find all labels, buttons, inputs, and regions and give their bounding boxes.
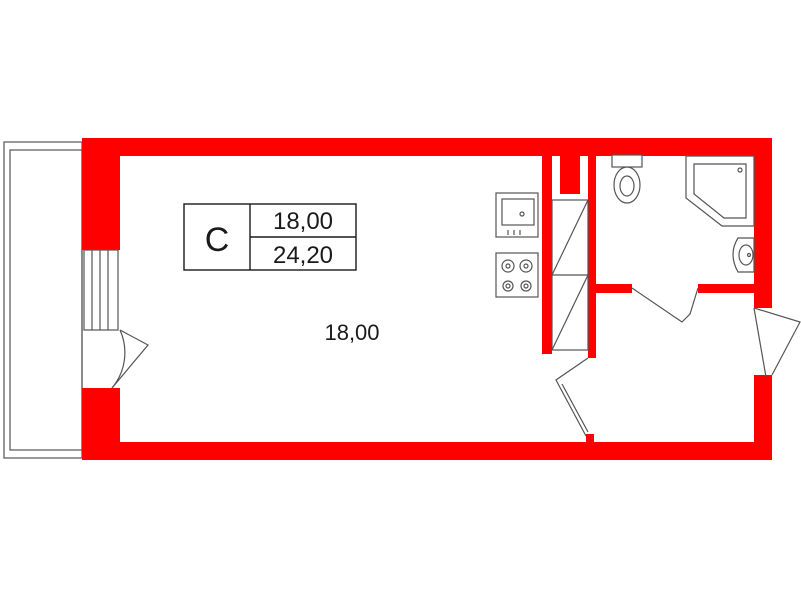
kitchen-cabinets [551, 199, 589, 351]
washbasin-icon [732, 237, 755, 273]
wall-bathroom-bottom-left [596, 284, 632, 293]
wall-right-upper [754, 138, 772, 308]
wall-top [82, 138, 772, 156]
wall-kitchen-partition [542, 150, 552, 354]
room-code-label: С [205, 221, 230, 259]
room-area-label: 18,00 [324, 320, 379, 345]
kitchen-sink-icon [495, 192, 539, 238]
interior-walls [542, 150, 758, 444]
bathroom-door [631, 287, 699, 323]
wall-stub [586, 434, 594, 444]
wall-bathroom-left [588, 150, 596, 358]
stove-icon [495, 252, 539, 298]
wall-bottom [82, 442, 772, 460]
balcony [3, 141, 83, 459]
hall-door [555, 357, 589, 437]
wall-left-upper [82, 138, 120, 250]
ventilation-shaft [560, 156, 580, 194]
shower-icon [685, 155, 755, 227]
balcony-door [83, 249, 149, 389]
exterior-walls [82, 138, 772, 460]
entrance-door [753, 307, 801, 378]
living-area-value: 18,00 [273, 208, 333, 235]
wall-left-lower [82, 388, 120, 460]
wall-right-lower [754, 375, 772, 460]
area-legend: С 18,00 24,20 [183, 203, 357, 271]
toilet-icon [611, 154, 643, 204]
total-area-value: 24,20 [273, 242, 333, 269]
wall-bathroom-bottom-right [698, 284, 758, 293]
